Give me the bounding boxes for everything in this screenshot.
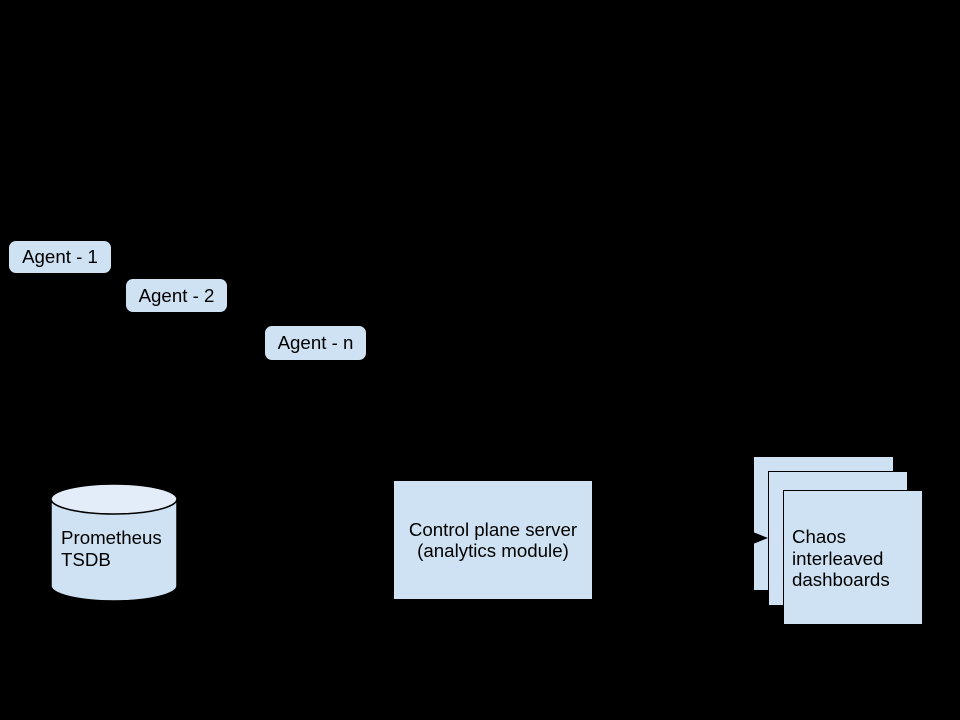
agent-1-node: Agent - 1 bbox=[8, 240, 112, 274]
agent-n-label: Agent - n bbox=[277, 332, 354, 354]
agent-2-node: Agent - 2 bbox=[125, 278, 228, 313]
agent-n-node: Agent - n bbox=[264, 325, 367, 361]
prometheus-tsdb-label: Prometheus TSDB bbox=[61, 527, 162, 570]
dashboard-card-front bbox=[783, 490, 923, 625]
cylinder-body bbox=[50, 499, 178, 602]
dashboards-label: Chaos interleaved dashboards bbox=[792, 526, 890, 591]
cylinder-top-face bbox=[50, 483, 178, 515]
agent-1-label: Agent - 1 bbox=[22, 246, 98, 268]
dashboards-label-line3: dashboards bbox=[792, 569, 890, 590]
prometheus-tsdb-label-line1: Prometheus bbox=[61, 527, 162, 548]
control-plane-label-line1: Control plane server bbox=[408, 518, 578, 540]
arrow-control-plane-to-dashboards bbox=[593, 532, 768, 544]
dashboards-label-line2: interleaved bbox=[792, 547, 884, 569]
control-plane-server-box: Control plane server (analytics module) bbox=[393, 480, 593, 600]
arrowhead-icon bbox=[753, 532, 768, 544]
agent-2-label: Agent - 2 bbox=[138, 284, 215, 306]
prometheus-tsdb-cylinder bbox=[50, 483, 178, 602]
dashboards-label-line1: Chaos bbox=[792, 526, 847, 547]
control-plane-label-line2: (analytics module) bbox=[417, 540, 569, 561]
prometheus-tsdb-label-line2: TSDB bbox=[61, 548, 111, 570]
